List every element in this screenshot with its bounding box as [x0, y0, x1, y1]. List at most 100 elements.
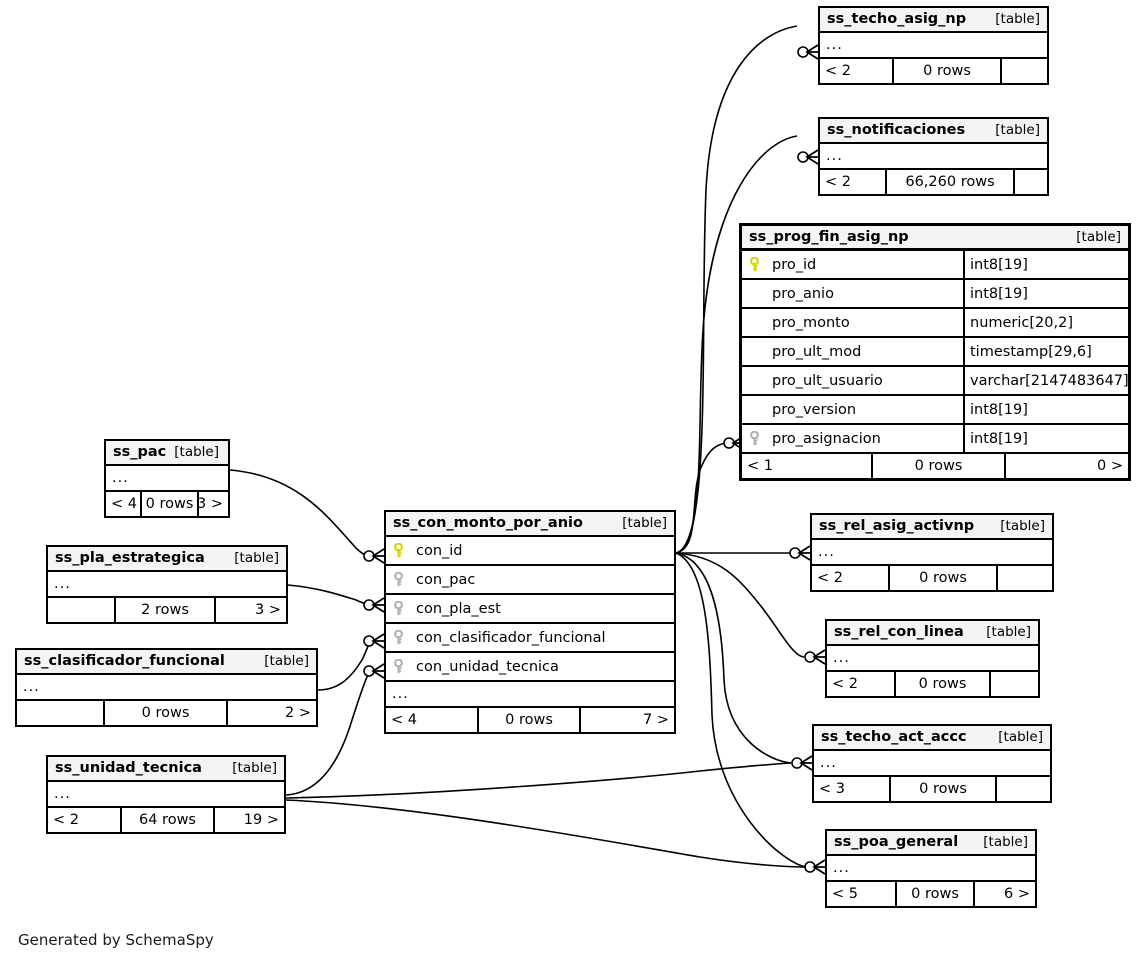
column-name-cell: pro_ult_usuario	[742, 373, 963, 389]
column-name-label: con_unidad_tecnica	[416, 658, 559, 675]
edge-unidad-tecnica-to-poa-general	[285, 799, 807, 868]
table-column-row[interactable]: con_pac	[386, 566, 674, 595]
table-footer-left: < 2	[53, 812, 79, 828]
table-type-tag: [table]	[995, 11, 1040, 27]
table-header-ss_rel_con_linea: ss_rel_con_linea [table]	[827, 621, 1038, 646]
table-footer-right: 2 >	[285, 705, 311, 721]
column-type-cell: int8[19]	[963, 280, 1128, 307]
table-footer-ss_pla_estrategica: 2 rows 3 >	[48, 598, 286, 622]
table-footer-left: < 4	[391, 712, 417, 728]
table-footer-right: 19 >	[243, 812, 279, 828]
table-more-columns-ellipsis: ...	[827, 856, 1035, 882]
table-footer-left: < 4	[111, 496, 137, 512]
column-name-cell: pro_asignacion	[742, 430, 963, 447]
table-footer-mid: 0 rows	[871, 454, 1006, 478]
column-name-label: pro_anio	[772, 285, 834, 302]
foreign-key-icon	[393, 600, 412, 617]
column-type-cell: timestamp[29,6]	[963, 338, 1128, 365]
table-more-columns-ellipsis: ...	[827, 646, 1038, 672]
table-name: ss_rel_asig_activnp	[819, 518, 975, 534]
table-node-ss_clasificador_funcional[interactable]: ss_clasificador_funcional[table]...0 row…	[15, 648, 318, 727]
table-header-ss_prog_fin_asig_np: ss_prog_fin_asig_np [table]	[742, 226, 1128, 251]
table-more-columns-ellipsis: ...	[17, 675, 316, 701]
table-column-row[interactable]: con_clasificador_funcional	[386, 624, 674, 653]
table-name: ss_prog_fin_asig_np	[749, 228, 909, 245]
table-footer-mid: 0 rows	[103, 701, 228, 725]
column-name-label: con_id	[416, 542, 463, 559]
primary-key-icon	[749, 256, 768, 273]
table-column-row[interactable]: con_pla_est	[386, 595, 674, 624]
column-type-cell: varchar[2147483647]	[963, 367, 1129, 394]
column-name-label: con_pac	[416, 571, 476, 588]
column-name-cell: con_unidad_tecnica	[386, 658, 674, 675]
table-footer-mid: 0 rows	[889, 777, 997, 801]
table-type-tag: [table]	[1076, 228, 1121, 245]
edge-unidad-tecnica-to-techo-act-accc	[285, 762, 792, 799]
table-type-tag: [table]	[622, 515, 667, 531]
table-footer-left: < 2	[825, 63, 851, 79]
table-footer-right: 7 >	[643, 712, 669, 728]
table-footer-left	[48, 598, 114, 622]
table-column-row[interactable]: pro_anio int8[19]	[742, 280, 1128, 309]
table-node-ss_con_monto_por_anio[interactable]: ss_con_monto_por_anio [table] con_id con_pa…	[384, 510, 676, 734]
table-footer-right	[991, 672, 1038, 696]
table-type-tag: [table]	[264, 653, 309, 669]
column-name-label: con_clasificador_funcional	[416, 629, 606, 646]
table-header-ss_poa_general: ss_poa_general[table]	[827, 831, 1035, 856]
table-name: ss_rel_con_linea	[834, 624, 964, 640]
table-name: ss_notificaciones	[827, 122, 966, 138]
column-name-label: con_pla_est	[416, 600, 501, 617]
edge-con-to-rel-con-linea	[675, 552, 805, 658]
table-footer-mid: 0 rows	[140, 492, 199, 516]
table-footer-ss_clasificador_funcional: 0 rows 2 >	[17, 701, 316, 725]
table-footer-mid: 0 rows	[894, 672, 991, 696]
table-footer-right: 3 >	[255, 602, 281, 618]
table-footer-mid: 64 rows	[120, 808, 215, 832]
table-footer-left: < 2	[825, 174, 851, 190]
table-footer-mid: 0 rows	[895, 882, 975, 906]
table-column-row[interactable]: con_unidad_tecnica	[386, 653, 674, 682]
table-more-columns-ellipsis: ...	[820, 144, 1047, 170]
column-name-label: pro_version	[772, 401, 857, 418]
table-footer-left: < 3	[819, 781, 845, 797]
table-footer-mid: 2 rows	[114, 598, 216, 622]
table-footer-ss_unidad_tecnica: < 2 64 rows 19 >	[48, 808, 284, 832]
table-header-ss_pac: ss_pac[table]	[106, 441, 228, 466]
table-more-columns-ellipsis: ...	[386, 682, 674, 708]
table-name: ss_pac	[113, 444, 167, 460]
foreign-key-icon	[749, 430, 768, 447]
column-type-cell: int8[19]	[963, 251, 1128, 278]
table-name: ss_con_monto_por_anio	[393, 515, 583, 531]
edge-con-to-poa-general	[675, 552, 807, 868]
table-name: ss_techo_asig_np	[827, 11, 967, 27]
table-column-row[interactable]: con_id	[386, 537, 674, 566]
table-footer-left: < 2	[817, 570, 843, 586]
table-name: ss_poa_general	[834, 834, 959, 850]
column-name-cell: pro_version	[742, 402, 963, 418]
table-footer-left: < 1	[747, 458, 773, 474]
edge-pac-to-con	[229, 469, 371, 557]
table-type-tag: [table]	[986, 624, 1031, 640]
table-header-ss_techo_act_accc: ss_techo_act_accc[table]	[814, 726, 1050, 751]
column-name-cell: con_pla_est	[386, 600, 674, 617]
table-footer-mid: 0 rows	[892, 59, 1002, 83]
